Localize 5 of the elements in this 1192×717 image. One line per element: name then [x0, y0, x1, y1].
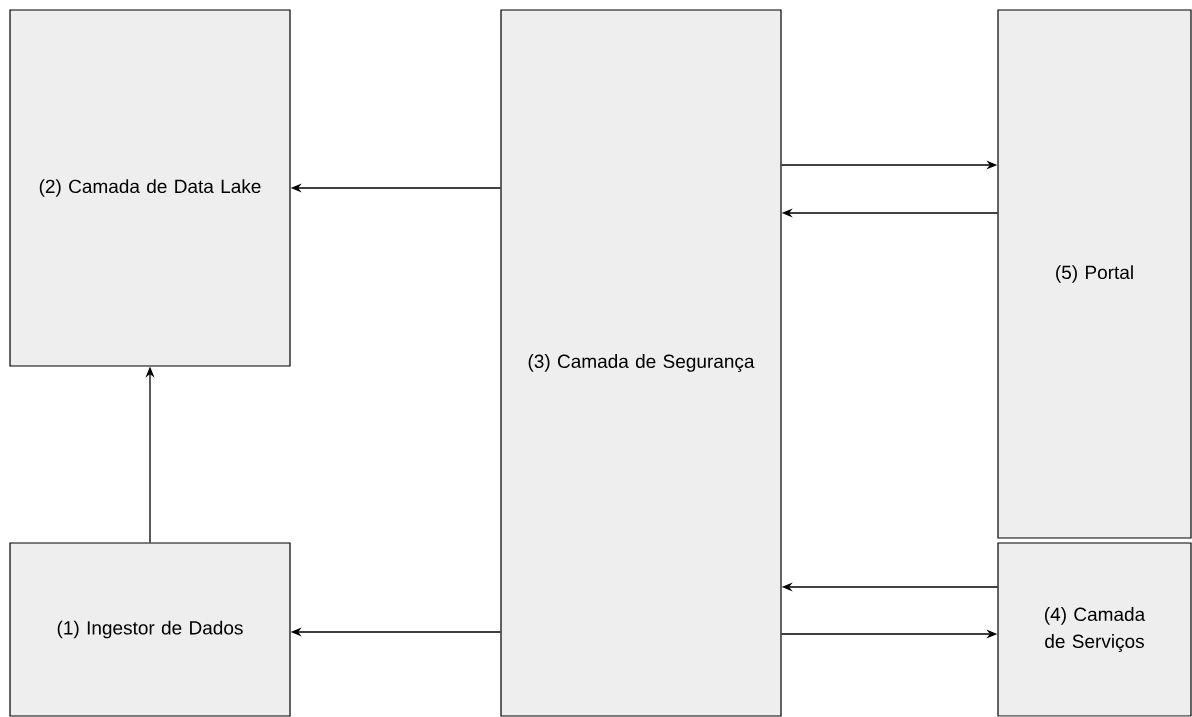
- process-box: (2) Camada de Data Lake: [9, 9, 291, 367]
- process-box: (1) Ingestor de Dados: [9, 542, 291, 717]
- process-box: (3) Camada de Segurança: [500, 9, 782, 717]
- process-box: (4) Camada de Serviços: [997, 542, 1192, 717]
- process-box: (5) Portal: [997, 9, 1192, 539]
